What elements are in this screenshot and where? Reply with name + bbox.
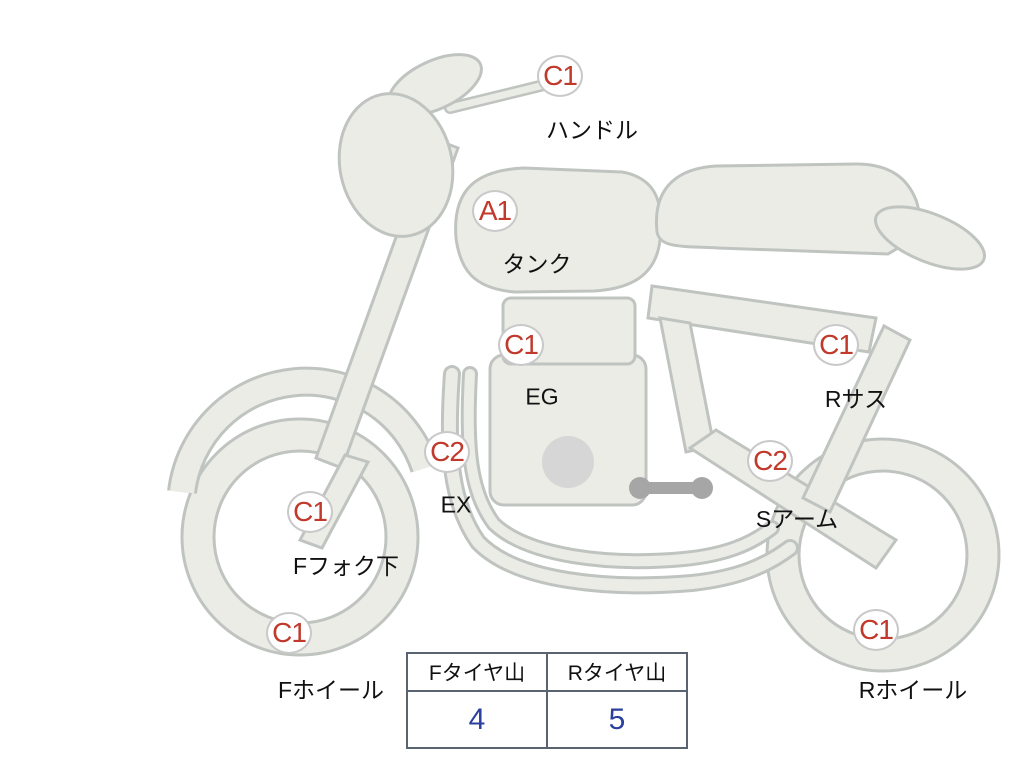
tire-table-header-row: Fタイヤ山 Rタイヤ山	[406, 652, 688, 692]
grade-badge-front-wheel: C1	[266, 612, 312, 654]
front-tire-tread-value: 4	[406, 690, 548, 749]
grade-badge-tank: A1	[472, 190, 518, 232]
part-label-front-wheel: Fホイール	[277, 677, 385, 703]
front-fender-shape	[167, 366, 440, 494]
crankcase-cover-shape	[542, 436, 594, 488]
swing-arm-shape	[687, 428, 899, 571]
grade-badge-handle: C1	[537, 55, 583, 97]
grade-badge-swing-arm: C2	[747, 440, 793, 482]
tail-cowl-shape	[873, 205, 987, 271]
seat-shape	[654, 162, 921, 256]
part-label-rear-wheel: Rホイール	[858, 677, 968, 703]
part-label-handle: ハンドル	[546, 117, 638, 143]
front-tire-header: Fタイヤ山	[406, 652, 548, 692]
tire-table-value-row: 4 5	[406, 690, 688, 749]
part-label-tank: タンク	[502, 251, 572, 277]
exhaust-pipes-shape	[440, 365, 799, 595]
grade-badge-rear-suspension: C1	[813, 324, 859, 366]
part-label-front-fork-lower: Fフォク下	[292, 553, 400, 579]
rear-shock-shape	[801, 323, 912, 515]
part-label-rear-suspension: Rサス	[824, 386, 888, 412]
part-label-engine: EG	[525, 383, 559, 410]
grade-badge-exhaust: C2	[424, 431, 470, 473]
rear-tire-tread-value: 5	[546, 690, 688, 749]
handlebar-shape	[337, 53, 554, 238]
grade-badge-engine: C1	[498, 324, 544, 366]
part-label-swing-arm: Sアーム	[755, 506, 839, 532]
grade-badge-front-fork-lower: C1	[287, 491, 333, 533]
part-label-exhaust: EX	[440, 491, 472, 518]
engine-shape	[488, 296, 648, 507]
grade-badge-rear-wheel: C1	[853, 609, 899, 651]
tire-tread-table: Fタイヤ山 Rタイヤ山 4 5	[406, 652, 688, 749]
footpeg-shape	[629, 477, 713, 499]
rear-tire-header: Rタイヤ山	[546, 652, 688, 692]
